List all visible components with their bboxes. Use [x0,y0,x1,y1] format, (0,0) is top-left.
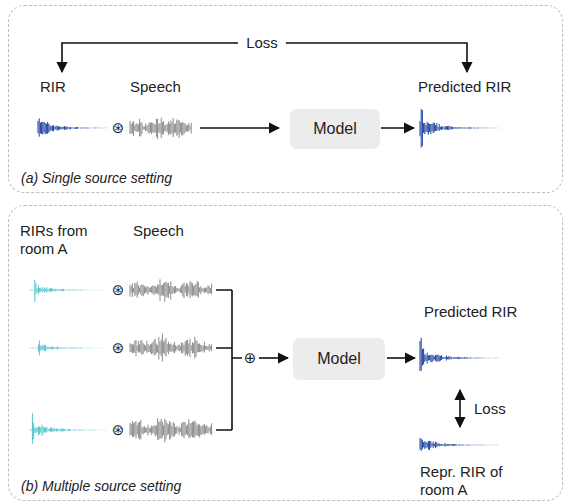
setting-panel: (b) Multiple source setting Model [8,205,563,501]
rir-waveform [420,338,498,371]
rir-waveform [420,438,498,451]
panel-caption: (a) Single source setting [21,170,172,186]
operator-symbol: ⊛ [112,119,125,137]
text-label: Repr. RIR of room A [420,463,518,499]
input-arrow [259,357,288,359]
speech-waveform [130,118,191,139]
operator-symbol: ⊛ [112,421,125,439]
text-label: Predicted RIR [418,78,511,96]
speech-waveform [130,418,212,442]
operator-symbol: ⊛ [112,281,125,299]
output-arrow [387,357,415,359]
speech-waveform [130,334,212,362]
panel-caption: (b) Multiple source setting [21,478,181,494]
rir-waveform [38,118,108,136]
operator-symbol: ⊕ [244,349,257,367]
waveforms [30,109,499,451]
rir-waveform [30,413,107,444]
text-label: Loss [474,400,506,418]
text-label: Loss [238,34,286,52]
text-label: RIR [40,78,66,96]
loss-arrow [459,390,461,427]
text-label: Predicted RIR [424,303,517,321]
operator-symbol: ⊛ [112,339,125,357]
input-arrow [200,127,279,129]
text-label: Speech [133,222,184,240]
output-arrow [381,127,414,129]
box-label: Model [317,350,361,368]
model-box: Model [290,109,380,149]
text-label: Speech [130,78,181,96]
model-box: Model [293,338,385,380]
sum-bracket [216,290,242,430]
box-label: Model [313,120,357,138]
rir-waveform [30,280,107,302]
rir-waveform [420,109,499,147]
rir-waveform [30,341,107,356]
speech-waveform [130,279,212,302]
text-label: RIRs from room A [20,222,106,258]
